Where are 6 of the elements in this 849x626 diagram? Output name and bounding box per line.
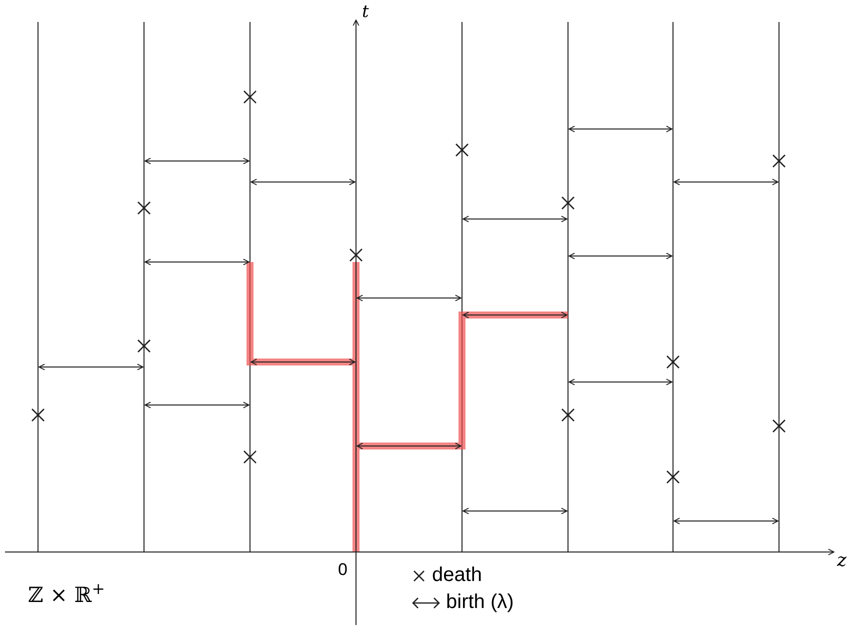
- origin-label: 0: [338, 559, 348, 580]
- axis-label: t: [362, 2, 369, 24]
- space-label: ℤ × ℝ$^{+}$: [28, 582, 105, 608]
- legend-text: birth (λ): [446, 590, 514, 615]
- axis-label: z: [837, 550, 846, 572]
- legend-text: death: [432, 563, 482, 588]
